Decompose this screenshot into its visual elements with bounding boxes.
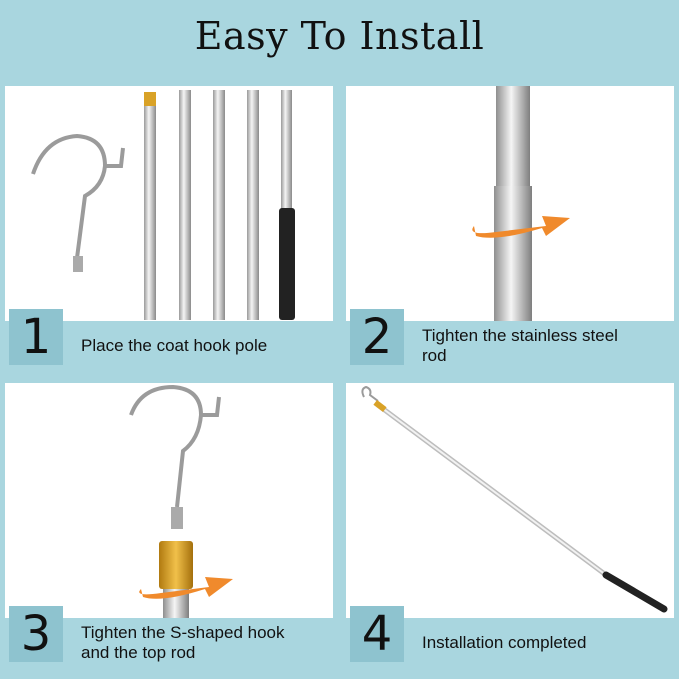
rod-4 [247, 90, 259, 320]
step-2-panel: 2 Tighten the stainless steel rod [346, 86, 674, 370]
step-caption: Place the coat hook pole [81, 335, 268, 355]
hook-icon [129, 384, 221, 529]
gold-cap [144, 92, 156, 106]
step-number: 1 [9, 309, 63, 365]
hook-tighten-illustration [129, 384, 233, 619]
joint [494, 186, 532, 222]
rod-tighten-illustration [472, 86, 570, 322]
step-caption: Installation completed [422, 632, 587, 652]
rod-2 [179, 90, 191, 320]
rod-3 [213, 90, 225, 320]
step-number: 4 [350, 606, 404, 662]
rotate-arrow-icon [139, 577, 233, 599]
gold-cap [373, 399, 387, 413]
caption-band: 4 Installation completed [346, 606, 674, 667]
assembled-pole-illustration [361, 385, 668, 613]
rotate-arrow-icon [472, 216, 570, 238]
caption-band: 3 Tighten the S-shaped hook and the top … [5, 606, 333, 667]
step-1-panel: 1 Place the coat hook pole [5, 86, 333, 370]
grip [602, 571, 668, 613]
caption-band: 2 Tighten the stainless steel rod [346, 309, 674, 370]
rod-1 [144, 92, 156, 320]
caption-band: 1 Place the coat hook pole [5, 309, 333, 370]
step-number: 3 [9, 606, 63, 662]
step-caption: Tighten the S-shaped hook and the top ro… [81, 622, 285, 662]
step-4-panel: 4 Installation completed [346, 383, 674, 667]
parts-illustration [31, 90, 295, 320]
grip [279, 208, 295, 320]
step-number: 2 [350, 309, 404, 365]
page-title: Easy To Install [194, 14, 485, 58]
step-caption: Tighten the stainless steel rod [422, 325, 618, 365]
hook-icon [31, 133, 125, 272]
gold-cap [159, 541, 193, 589]
rod-5 [281, 90, 292, 210]
step-3-panel: 3 Tighten the S-shaped hook and the top … [5, 383, 333, 667]
upper-rod [496, 86, 530, 186]
lower-rod [494, 222, 532, 322]
